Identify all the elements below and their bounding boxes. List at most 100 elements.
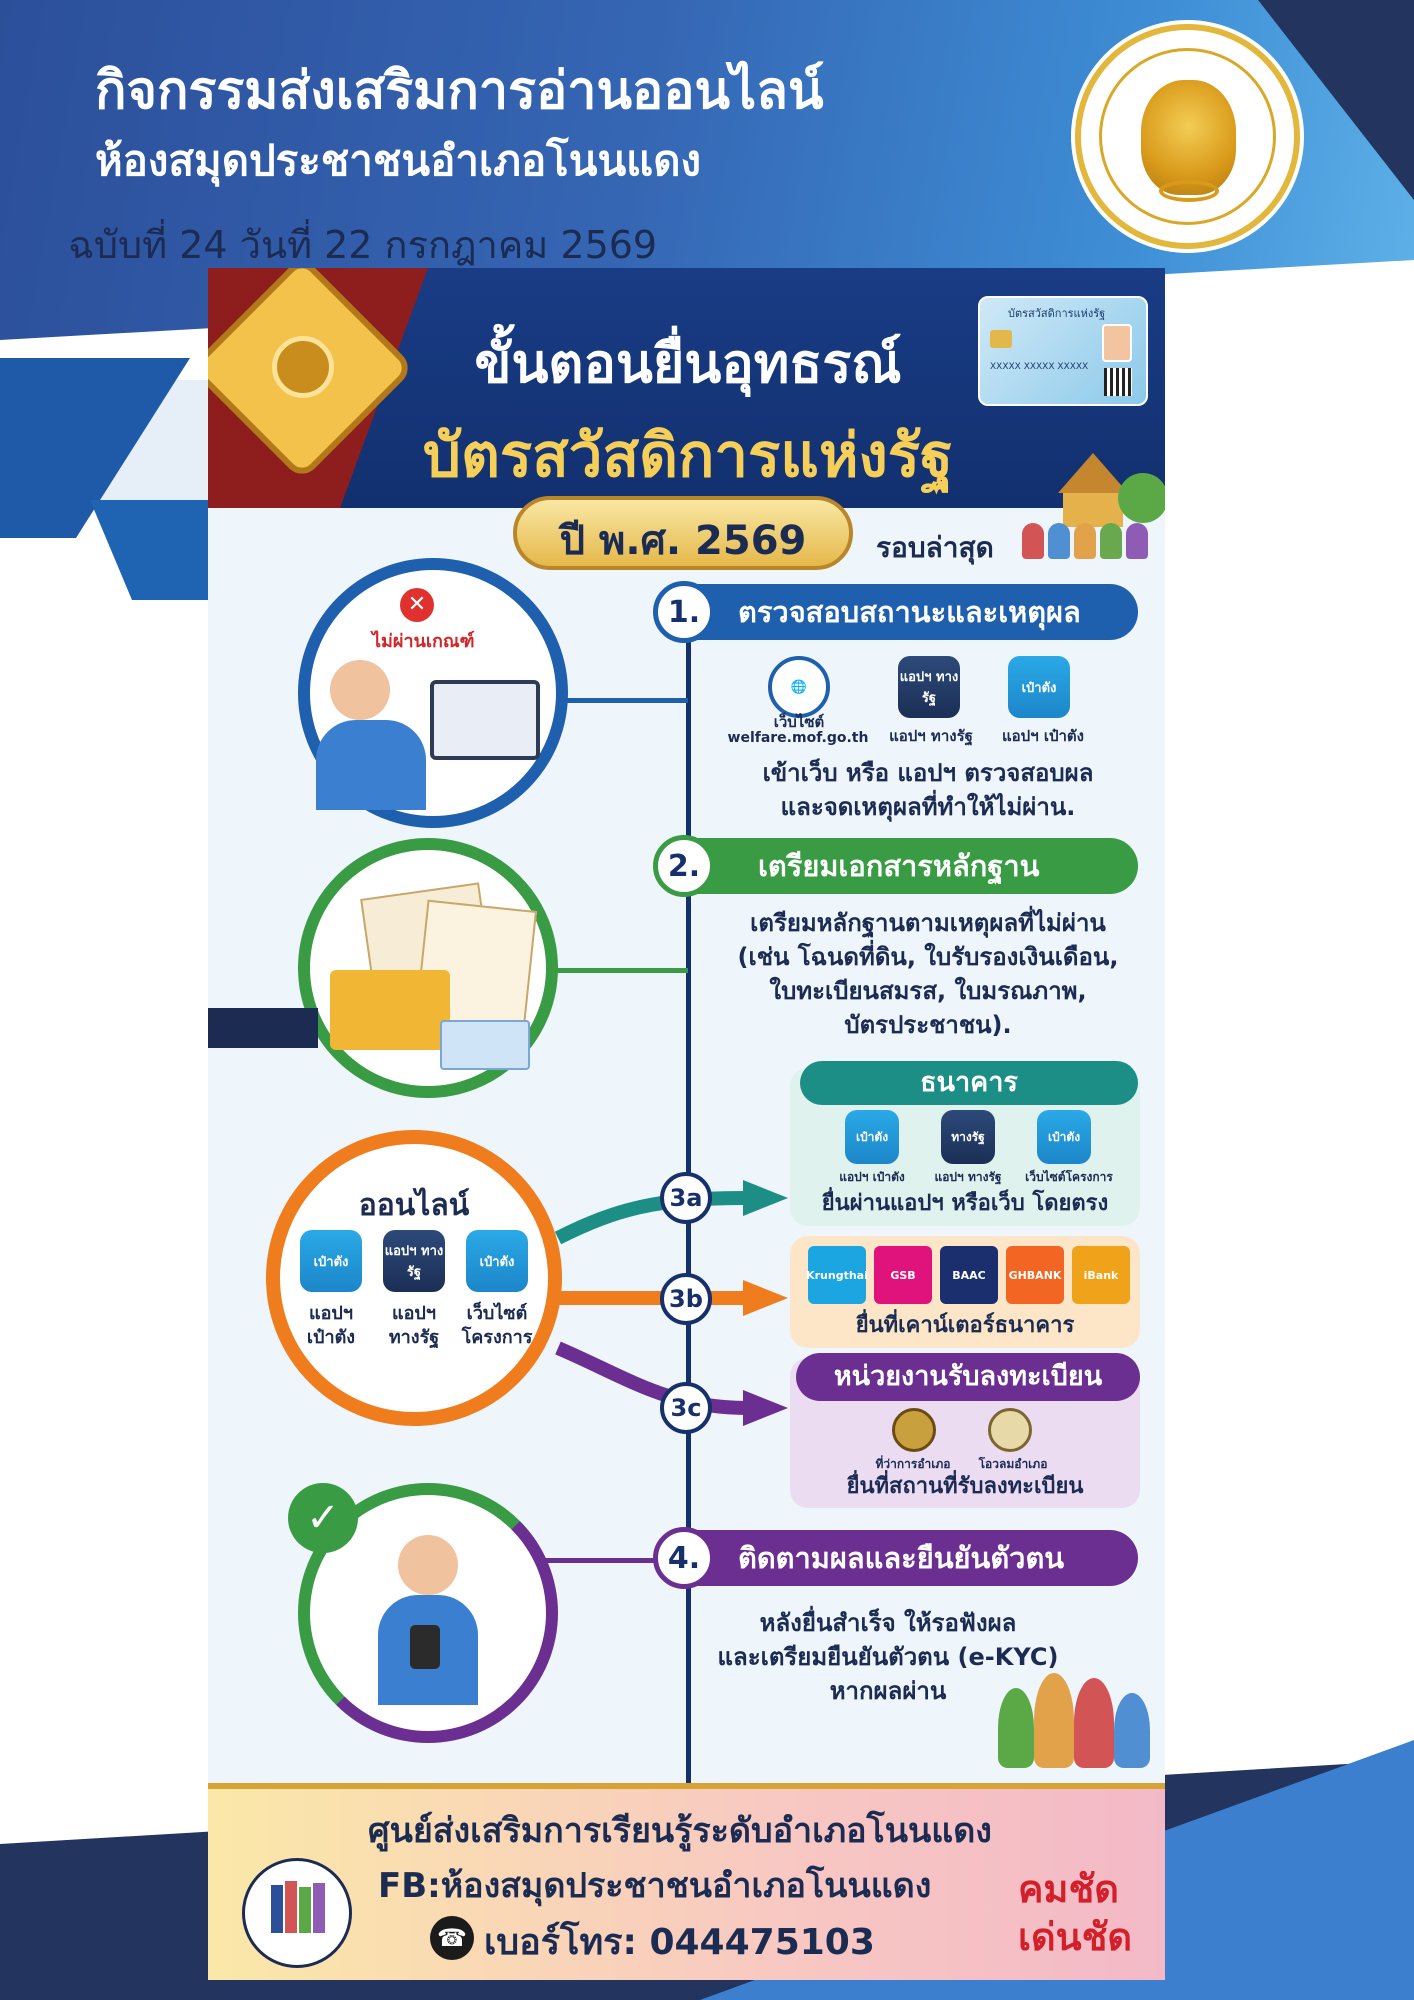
tree-icon	[1118, 473, 1165, 523]
village-illustration	[1018, 453, 1165, 563]
project-website-icon: เป๋าตัง	[1037, 1110, 1091, 1164]
arrow-3c-icon	[743, 1390, 788, 1426]
card-chip-icon	[990, 330, 1012, 348]
year-badge	[513, 496, 853, 570]
app-thang-rat-icon: แอปฯ ทางรัฐ	[383, 1230, 445, 1292]
monitor-icon	[430, 680, 540, 760]
step3a-app1-caption: แอปฯ เป๋าตัง	[839, 1170, 905, 1184]
check-icon: ✓	[288, 1483, 358, 1553]
person-body-icon	[316, 720, 426, 810]
family-person-icon	[1114, 1693, 1150, 1768]
book-icon	[271, 1885, 283, 1933]
fail-label: ไม่ผ่านเกณฑ์	[372, 631, 475, 652]
card-photo-icon	[1102, 324, 1132, 362]
step1-body-line1: เข้าเว็บ หรือ แอปฯ ตรวจสอบผล	[762, 759, 1094, 787]
year-badge-text: ปี พ.ศ. 2569	[559, 518, 807, 564]
library-logo	[242, 1858, 352, 1968]
page-subtitle: ห้องสมุดประชาชนอำเภอโนนแดง	[95, 136, 702, 185]
step1-illustration: ✕ ไม่ผ่านเกณฑ์	[298, 558, 568, 828]
step1-title: ตรวจสอบสถานะและเหตุผล	[738, 595, 1081, 629]
baac-bank-logo: BAAC	[940, 1246, 998, 1304]
online-hub: ออนไลน์ เป๋าตัง แอปฯ ทางรัฐ เป๋าตัง แอปฯ…	[266, 1130, 562, 1426]
app-pao-tang-icon: เป๋าตัง	[1008, 656, 1070, 718]
step1-header: ตรวจสอบสถานะและเหตุผล	[658, 584, 1138, 640]
online-title: ออนไลน์	[358, 1188, 470, 1223]
project-website-icon: เป๋าตัง	[466, 1230, 528, 1292]
folder-icon	[330, 970, 450, 1050]
person-head-icon	[398, 1535, 458, 1595]
footer-organization: ศูนย์ส่งเสริมการเรียนรู้ระดับอำเภอโนนแดง	[368, 1811, 992, 1851]
step2-body-line4: บัตรประชาชน).	[844, 1011, 1012, 1039]
step2-illustration	[298, 838, 558, 1098]
step3b-body: ยื่นที่เคาน์เตอร์ธนาคาร	[855, 1313, 1075, 1338]
online-app1-caption1: แอปฯ	[309, 1303, 353, 1324]
krungthai-bank-logo: Krungthai	[806, 1246, 868, 1304]
poster-title-line2: บัตรสวัสดิการแห่งรัฐ	[422, 421, 954, 491]
gsb-bank-logo: GSB	[874, 1246, 932, 1304]
infographic-poster: ขั้นตอนยื่นอุทธรณ์ บัตรสวัสดิการแห่งรัฐ …	[208, 268, 1165, 1980]
district-office-seal-icon	[892, 1408, 936, 1452]
step3a-title: ธนาคาร	[800, 1061, 1138, 1105]
online-app1-caption2: เป๋าตัง	[306, 1327, 356, 1348]
online-app2-caption2: ทางรัฐ	[388, 1327, 440, 1348]
footer-slogan-line1: คมชัด	[1018, 1867, 1119, 1911]
step1-number-badge: 1.	[653, 581, 715, 643]
step4-illustration: ✓	[288, 1483, 558, 1743]
ghbank-logo: GHBANK	[1006, 1246, 1064, 1304]
qr-code-icon	[1104, 368, 1132, 396]
step4-body-line1: หลังยื่นสำเร็จ ให้รอฟังผล	[759, 1609, 1017, 1637]
step2-connector	[538, 968, 688, 973]
step2-number-badge: 2.	[653, 835, 715, 897]
step3c-node: 3c	[660, 1382, 712, 1434]
arrow-3a-icon	[743, 1180, 788, 1216]
online-app3-caption1: เว็บไซต์	[466, 1303, 528, 1324]
seal-ring	[1099, 48, 1276, 225]
branch-3c-line	[555, 1341, 749, 1415]
ibank-logo: iBank	[1072, 1246, 1130, 1304]
seal-emblem	[1141, 80, 1236, 195]
website-caption: เว็บไซต์	[773, 713, 825, 731]
person-icon	[1100, 523, 1122, 559]
step2-header: เตรียมเอกสารหลักฐาน	[658, 838, 1138, 894]
district-office-caption: ที่ว่าการอำเภอ	[875, 1457, 951, 1471]
step3a-app3-caption: เว็บไซต์โครงการ	[1025, 1170, 1113, 1184]
family-person-icon	[998, 1688, 1034, 1768]
book-icon	[285, 1881, 297, 1933]
app-thang-rat-icon: แอปฯ ทางรัฐ	[898, 656, 960, 718]
website-url: welfare.mof.go.th	[727, 730, 869, 746]
district-hall-caption: โอวลมอำเภอ	[978, 1457, 1048, 1471]
branch-3a-line	[554, 1191, 749, 1245]
id-card-icon	[440, 1020, 530, 1070]
temple-roof-icon	[1058, 453, 1128, 493]
footer-phone: เบอร์โทร: 044475103	[484, 1922, 875, 1963]
globe-icon: 🌐	[768, 656, 830, 718]
department-seal-logo	[1075, 24, 1300, 249]
seal-knot	[1159, 180, 1219, 202]
step3a-node: 3a	[660, 1172, 712, 1224]
step4-body-line2: และเตรียมยืนยันตัวตน (e-KYC)	[717, 1643, 1059, 1671]
left-decor-shape-small	[90, 500, 210, 600]
welfare-card-title: บัตรสวัสดิการแห่งรัฐ	[1008, 307, 1106, 320]
family-person-icon	[1074, 1678, 1114, 1768]
page-title: กิจกรรมส่งเสริมการอ่านออนไลน์	[95, 61, 824, 121]
step2-title: เตรียมเอกสารหลักฐาน	[758, 849, 1040, 883]
step4-number-badge: 4.	[653, 1527, 715, 1589]
online-app2-caption1: แอปฯ	[392, 1303, 436, 1324]
welfare-card-image: บัตรสวัสดิการแห่งรัฐ XXXXX XXXXX XXXXX	[978, 296, 1148, 406]
footer-facebook: FB:ห้องสมุดประชาชนอำเภอโนนแดง	[378, 1866, 932, 1906]
online-app3-caption2: โครงการ	[461, 1327, 533, 1348]
poster-title-line1: ขั้นตอนยื่นอุทธรณ์	[474, 332, 902, 395]
app-pao-tang-icon: เป๋าตัง	[300, 1230, 362, 1292]
person-icon	[1126, 523, 1148, 559]
step2-body-line2: (เช่น โฉนดที่ดิน, ใบรับรองเงินเดือน,	[737, 943, 1119, 971]
hand-sleeve-icon	[208, 1008, 318, 1048]
step3b-node: 3b	[660, 1273, 712, 1325]
issue-date: ฉบับที่ 24 วันที่ 22 กรกฎาคม 2569	[68, 223, 658, 267]
branch-arrows	[554, 1180, 788, 1426]
temple-hall-icon	[1063, 493, 1123, 527]
person-icon	[1074, 523, 1096, 559]
step4-connector	[538, 1558, 688, 1563]
step4-title: ติดตามผลและยืนยันตัวตน	[738, 1541, 1065, 1575]
step4-body-line3: หากผลผ่าน	[829, 1677, 947, 1705]
family-person-icon	[1034, 1673, 1074, 1768]
